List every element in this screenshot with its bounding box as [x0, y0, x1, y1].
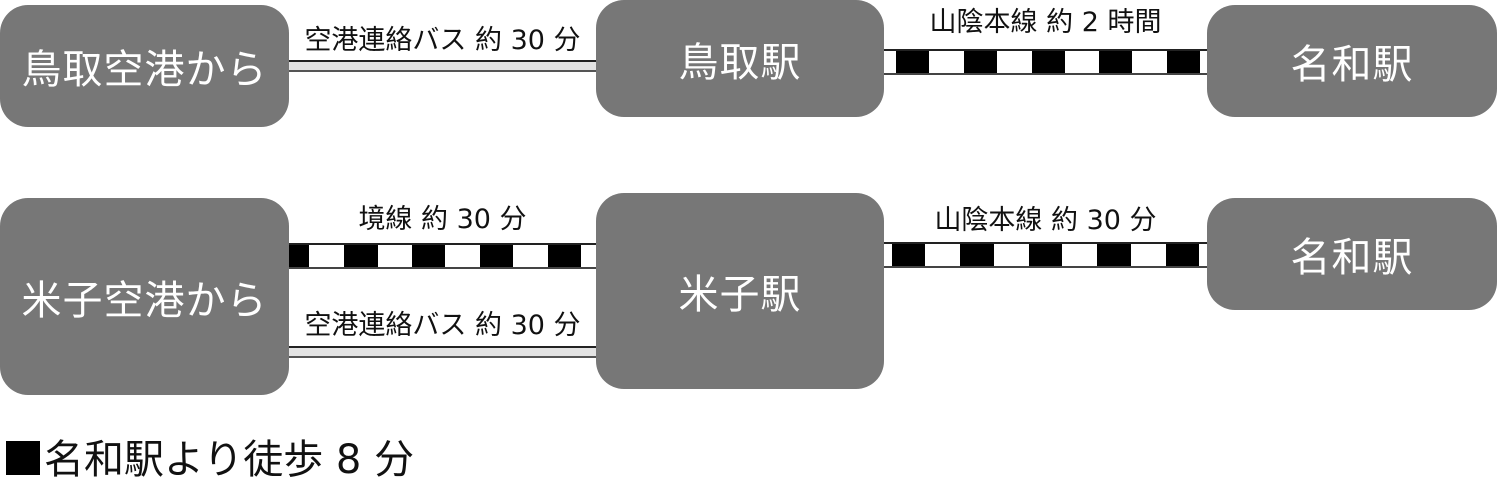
yonago-train-label: 山陰本線 約 30 分 [934, 205, 1157, 236]
tottori-station-box: 鳥取駅 [596, 0, 884, 117]
black-square-icon [6, 441, 40, 475]
yonago-station-box: 米子駅 [596, 193, 884, 389]
nawa-station-box-top: 名和駅 [1207, 5, 1497, 117]
yonago-bus-label: 空港連絡バス 約 30 分 [304, 310, 581, 341]
nawa-station-label-top: 名和駅 [1290, 42, 1414, 88]
tottori-airport-box: 鳥取空港から [0, 5, 289, 127]
tottori-bus-label: 空港連絡バス 約 30 分 [304, 25, 581, 56]
walking-note: 名和駅より徒歩 8 分 [6, 440, 414, 480]
nawa-station-label-bottom: 名和駅 [1290, 235, 1414, 281]
yonago-airport-box: 米子空港から [0, 198, 289, 395]
yonago-bus-line [289, 346, 596, 358]
tottori-train-line [884, 49, 1207, 75]
tottori-train-label: 山陰本線 約 2 時間 [929, 7, 1162, 38]
walking-note-text: 名和駅より徒歩 8 分 [44, 437, 415, 483]
yonago-station-label: 米子駅 [678, 272, 802, 318]
sakai-line-label: 境線 約 30 分 [358, 204, 527, 235]
tottori-airport-label: 鳥取空港から [21, 47, 268, 93]
yonago-train-line [884, 242, 1207, 268]
yonago-airport-label: 米子空港から [21, 277, 268, 324]
sakai-train-line [289, 243, 596, 269]
tottori-station-label: 鳥取駅 [678, 39, 802, 86]
tottori-bus-line [289, 60, 596, 72]
nawa-station-box-bottom: 名和駅 [1207, 198, 1497, 310]
